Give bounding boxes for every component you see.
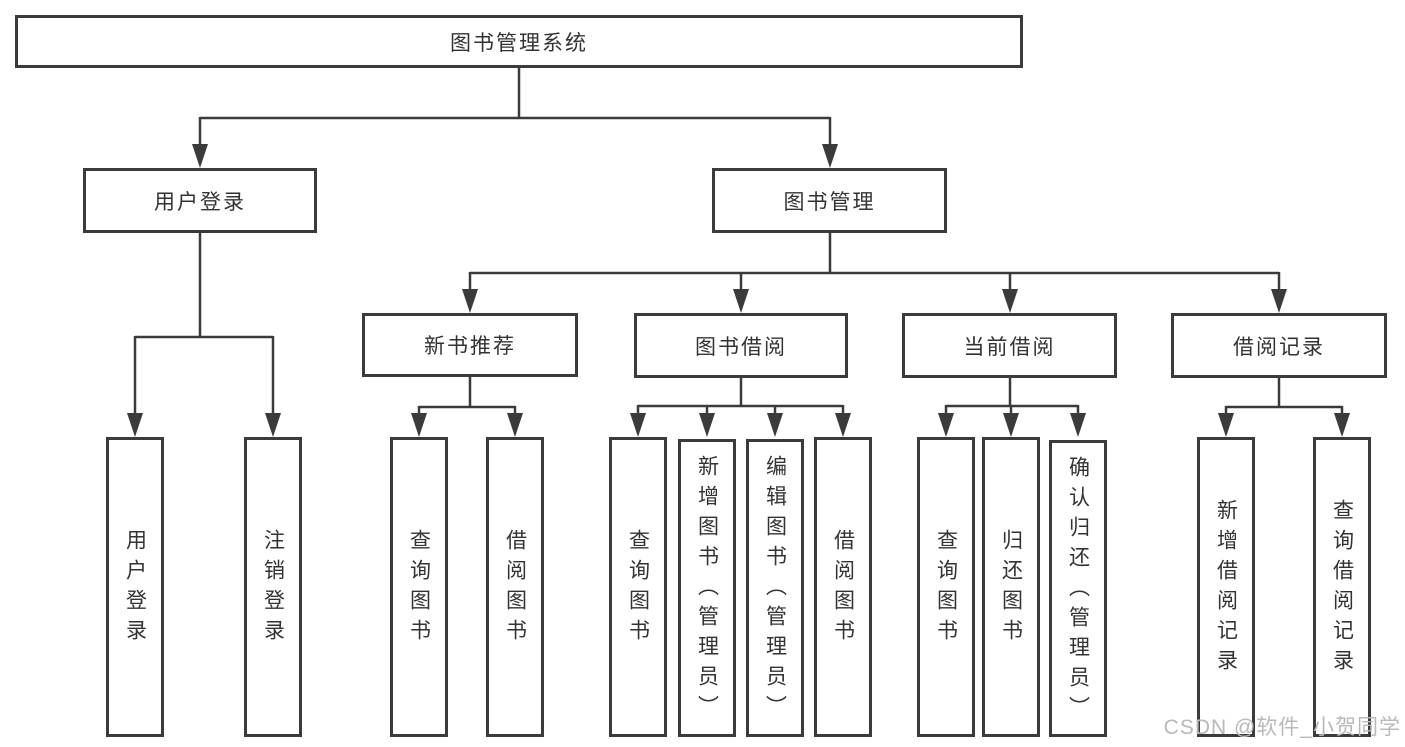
node-cb-confirm-return-admin: 确认归还（管理员） [1049,440,1107,737]
node-root-library-system: 图书管理系统 [15,15,1023,68]
connector-book-borrow-children [630,377,851,437]
node-cb-query-books: 查询图书 [917,437,975,737]
node-nbr-borrow-books: 借阅图书 [486,437,544,737]
connector-new-book-recommend-children [411,377,523,437]
node-bb-query-books: 查询图书 [609,437,667,737]
connector-borrow-records-children [1218,378,1350,437]
node-br-add-record: 新增借阅记录 [1197,437,1255,737]
connector-current-borrow-children [938,378,1086,437]
node-borrow-records: 借阅记录 [1171,313,1387,378]
node-br-query-record: 查询借阅记录 [1313,437,1371,737]
node-current-borrow: 当前借阅 [902,313,1117,378]
node-login-user: 用户登录 [106,437,164,737]
connector-root-to-level2 [192,68,838,168]
node-cb-return-books: 归还图书 [982,437,1040,737]
node-login-logout: 注销登录 [244,437,302,737]
node-book-management: 图书管理 [712,168,947,233]
node-nbr-query-books: 查询图书 [390,437,448,737]
node-bb-add-books-admin: 新增图书（管理员） [678,439,736,737]
node-bb-edit-books-admin: 编辑图书（管理员） [746,439,804,737]
connector-book-management-children [462,233,1287,313]
node-new-book-recommend: 新书推荐 [362,313,578,377]
csdn-watermark: CSDN @软件_小贺同学 [1163,716,1401,739]
connector-user-login-children [127,233,281,437]
node-book-borrow: 图书借阅 [634,313,848,378]
node-user-login: 用户登录 [83,168,317,233]
node-bb-borrow-books: 借阅图书 [814,437,872,737]
